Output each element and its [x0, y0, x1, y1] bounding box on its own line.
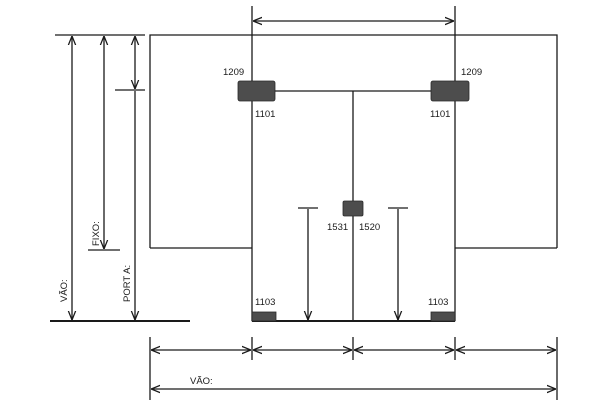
- vao-width-label: VÃO:: [190, 376, 213, 387]
- bottom-clamp-right-fitting: [430, 311, 456, 322]
- frame-outline: [149, 34, 558, 248]
- vao-height-label: VÃO:: [59, 279, 70, 302]
- fixo-height-label: FIXO:: [91, 221, 102, 246]
- label-1209-right: 1209: [461, 67, 482, 78]
- label-1531: 1531: [327, 222, 348, 233]
- top-pivot-right-fitting: [430, 80, 470, 102]
- bottom-clamp-left-fitting: [251, 311, 277, 322]
- label-1209-left: 1209: [223, 67, 244, 78]
- top-pivot-left-fitting: [237, 80, 276, 102]
- label-1103-left: 1103: [255, 297, 275, 308]
- porta-height-label: PORT A:: [122, 265, 133, 302]
- lock-fitting: [342, 200, 364, 217]
- label-1103-right: 1103: [428, 297, 448, 308]
- label-1520: 1520: [359, 222, 380, 233]
- label-1101-right: 1101: [430, 109, 450, 120]
- label-1101-left: 1101: [255, 109, 275, 120]
